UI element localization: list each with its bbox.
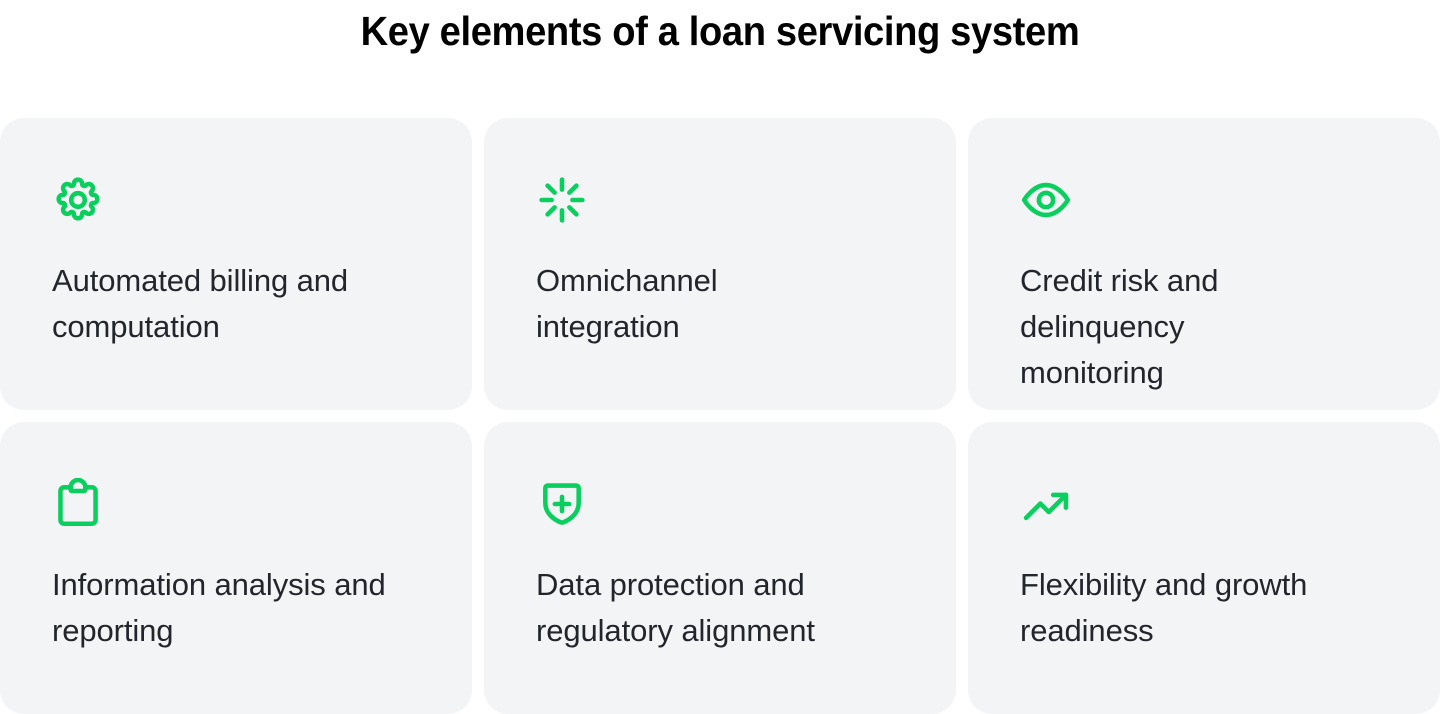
card-data-protection[interactable]: Data protection and regulatory alignment <box>484 422 956 714</box>
card-flexibility-growth[interactable]: Flexibility and growth readiness <box>968 422 1440 714</box>
key-elements-card-grid: Automated billing and computation Omnich… <box>0 118 1440 714</box>
card-label: Omnichannel integration <box>536 263 718 344</box>
loader-rays-icon <box>536 174 588 226</box>
clipboard-icon <box>52 478 104 530</box>
gear-icon <box>52 174 104 226</box>
card-information-analysis[interactable]: Information analysis and reporting <box>0 422 472 714</box>
card-label: Automated billing and computation <box>52 263 349 344</box>
card-label: Information analysis and reporting <box>52 567 386 648</box>
page-title: Key elements of a loan servicing system <box>360 8 1080 54</box>
shield-plus-icon <box>536 478 588 530</box>
card-label: Flexibility and growth readiness <box>1020 567 1308 648</box>
card-credit-risk-monitoring[interactable]: Credit risk and delinquency monitoring <box>968 118 1440 410</box>
card-omnichannel-integration[interactable]: Omnichannel integration <box>484 118 956 410</box>
card-label: Data protection and regulatory alignment <box>536 567 815 648</box>
card-automated-billing[interactable]: Automated billing and computation <box>0 118 472 410</box>
card-label: Credit risk and delinquency monitoring <box>1020 263 1219 390</box>
trending-up-icon <box>1020 478 1072 530</box>
eye-icon <box>1020 174 1072 226</box>
